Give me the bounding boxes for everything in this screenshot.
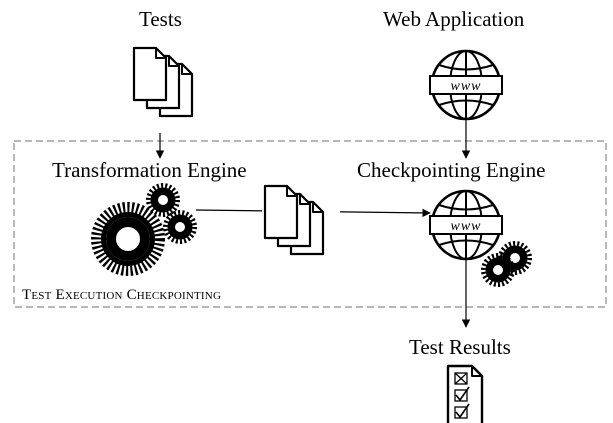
region-caption: Test Execution Checkpointing — [22, 287, 222, 303]
web-application-label: Web Application — [383, 7, 525, 31]
tests-label: Tests — [139, 7, 182, 31]
test-results-label: Test Results — [409, 335, 511, 359]
transformed-tests-documents-icon — [262, 183, 340, 275]
checkpointing-region — [13, 140, 607, 308]
checkpointing-engine-label: Checkpointing Engine — [357, 158, 546, 182]
checklist-icon — [446, 364, 484, 423]
web-application-globe-icon — [428, 49, 504, 121]
transformation-engine-label: Transformation Engine — [52, 158, 247, 182]
checkpointing-globe-icon — [428, 189, 504, 261]
tests-documents-icon — [134, 48, 192, 116]
transformation-gears-icon — [97, 186, 194, 270]
